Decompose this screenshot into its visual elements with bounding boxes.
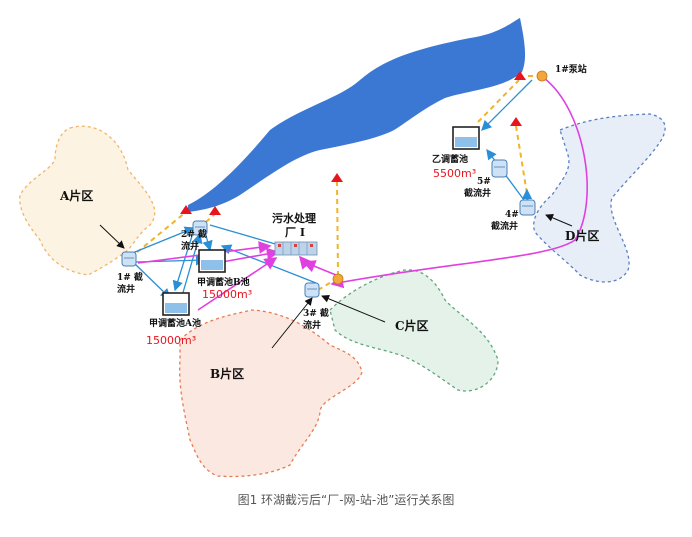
outlet-triangle-2 <box>209 206 221 215</box>
well-2-icon <box>192 220 208 236</box>
tank-jia-a-label: 甲调蓄池A池 <box>149 317 201 329</box>
well-1-label-line1: 1# 截 <box>117 271 143 283</box>
plant-label-line2: 厂 I <box>285 226 305 239</box>
well-2-label-line1: 2# 截 <box>181 228 207 240</box>
well-5-label-line1: 5# <box>477 177 491 187</box>
well-2-label-line2: 流井 <box>181 240 199 252</box>
zone-a-label: A片区 <box>59 188 93 203</box>
outlet-triangle-3 <box>331 173 343 182</box>
well-4-label-line1: 4# <box>505 210 519 220</box>
tank-jia-b-icon <box>198 249 226 273</box>
tank-yi-volume: 5500m³ <box>433 167 476 180</box>
tank-jia-b-volume: 15000m³ <box>202 288 252 301</box>
well-4-label-line2: 截流井 <box>491 220 518 232</box>
tank-yi-label: 乙调蓄池 <box>432 153 468 165</box>
well-3-label-line2: 流井 <box>303 319 321 331</box>
well-1-icon <box>121 251 137 267</box>
zone-b-label: B片区 <box>210 366 244 381</box>
well-5-icon <box>491 159 508 178</box>
tank-jia-b-label: 甲调蓄池B池 <box>197 276 250 288</box>
lake <box>188 18 526 212</box>
zone-c-label: C片区 <box>395 318 429 333</box>
outlet-triangle-1 <box>180 205 192 214</box>
tank-jia-a-volume: 15000m³ <box>146 334 196 347</box>
zone-b-area <box>179 309 363 478</box>
figure-caption: 图1 环湖截污后“厂-网-站-池”运行关系图 <box>237 493 455 507</box>
treatment-plant-icon <box>274 241 318 256</box>
well-3-label-line1: 3# 截 <box>303 307 329 319</box>
zone-d-label: D片区 <box>565 228 599 243</box>
zone-d-area <box>533 113 666 283</box>
well-5-label-line2: 截流井 <box>464 187 491 199</box>
zone-a-area <box>19 125 156 276</box>
pointer-arrows <box>99 214 573 349</box>
plant-label-line1: 污水处理 <box>272 211 316 225</box>
pump-station-1-dot <box>536 70 548 82</box>
overflow-outlets <box>180 71 526 215</box>
zone-c-area <box>329 269 499 392</box>
junction-dot <box>332 273 344 285</box>
tank-yi-icon <box>452 126 480 150</box>
well-3-icon <box>304 282 320 298</box>
well-4-icon <box>519 199 536 216</box>
outlet-triangle-4 <box>514 71 526 80</box>
tank-jia-a-icon <box>162 292 190 316</box>
well-1-label-line2: 流井 <box>117 283 135 295</box>
outlet-triangle-5 <box>510 117 522 126</box>
pump-station-label: 1#泵站 <box>555 63 587 75</box>
